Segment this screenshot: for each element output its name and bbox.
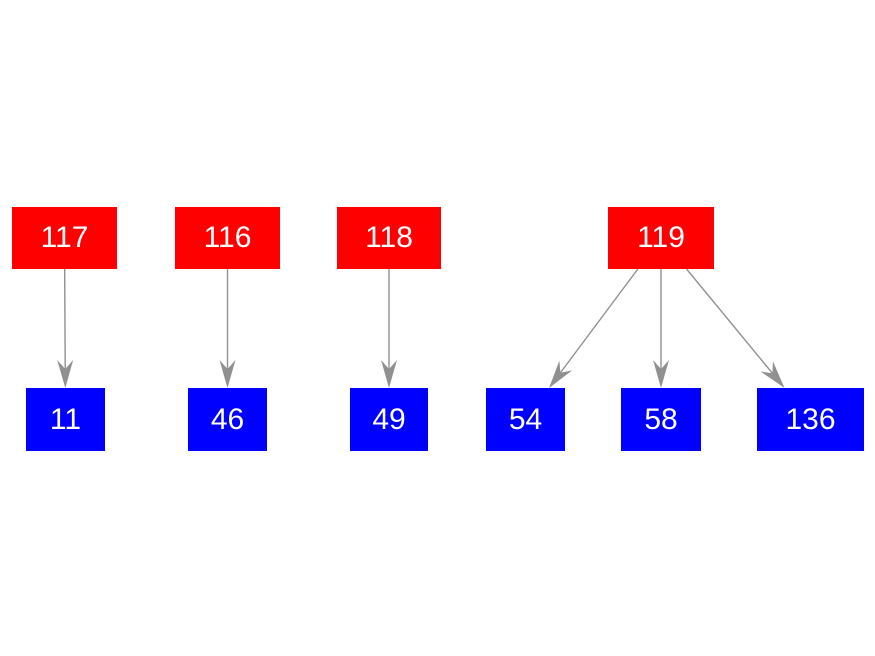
edge-119-54 xyxy=(549,268,639,388)
node-label: 119 xyxy=(637,221,685,254)
node-58[interactable]: 58 xyxy=(621,388,701,451)
node-136[interactable]: 136 xyxy=(757,388,864,451)
node-label: 58 xyxy=(644,402,678,436)
node-46[interactable]: 46 xyxy=(188,388,267,451)
arrowhead-icon xyxy=(219,360,236,388)
node-label: 54 xyxy=(508,402,543,436)
node-118[interactable]: 118 xyxy=(337,207,441,269)
node-label: 117 xyxy=(40,221,89,254)
arrowhead-icon xyxy=(57,359,74,388)
node-label: 49 xyxy=(372,402,406,436)
edge-117-11 xyxy=(57,268,74,388)
arrowhead-icon xyxy=(549,360,573,388)
edge-116-46 xyxy=(219,269,236,388)
node-49[interactable]: 49 xyxy=(350,388,428,451)
edge-line xyxy=(63,268,66,369)
edge-119-136 xyxy=(685,268,785,388)
arrowhead-icon xyxy=(381,360,397,388)
arrowhead-icon xyxy=(653,360,669,388)
node-116[interactable]: 116 xyxy=(175,207,280,269)
node-54[interactable]: 54 xyxy=(486,388,565,451)
edge-118-49 xyxy=(381,269,397,388)
node-117[interactable]: 117 xyxy=(12,207,117,269)
node-label: 136 xyxy=(785,402,836,436)
node-label: 11 xyxy=(49,402,82,436)
edge-line xyxy=(685,268,773,374)
edge-line xyxy=(559,268,639,374)
arrowhead-icon xyxy=(760,361,785,388)
edge-119-58 xyxy=(653,269,669,388)
node-label: 46 xyxy=(210,402,245,436)
node-11[interactable]: 11 xyxy=(26,388,105,451)
node-label: 116 xyxy=(203,221,252,254)
node-119[interactable]: 119 xyxy=(608,207,714,269)
node-label: 118 xyxy=(365,221,413,254)
